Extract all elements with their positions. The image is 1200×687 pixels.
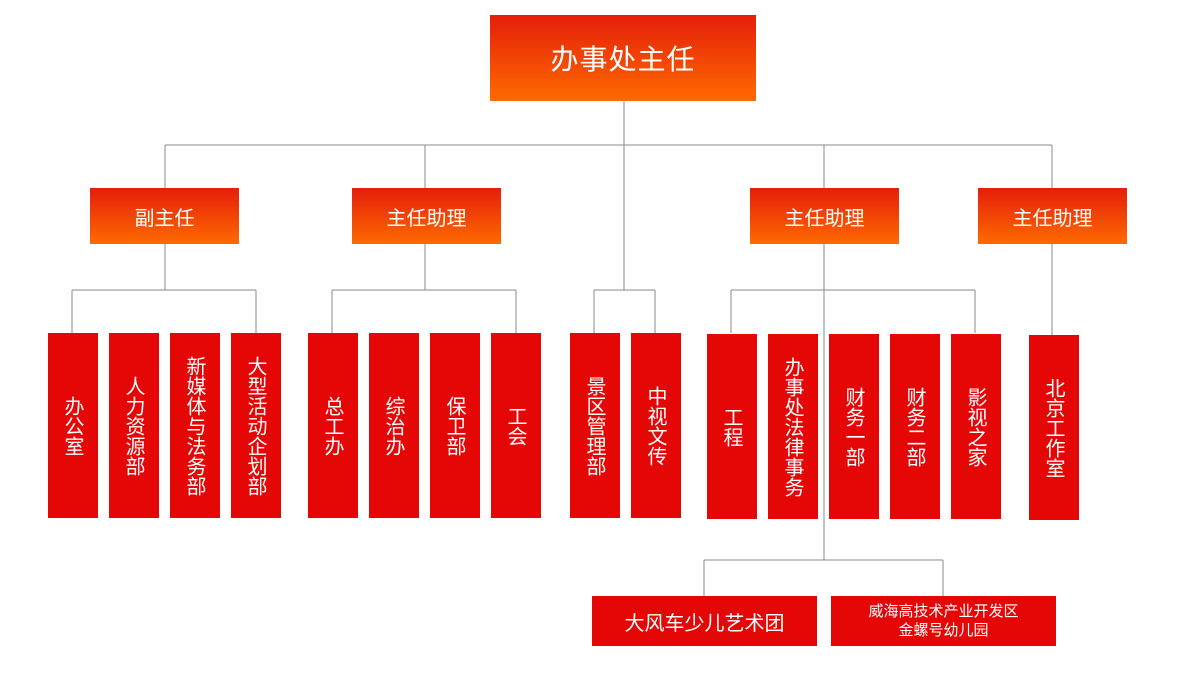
dept-event-planning: 大型活动企划部 — [231, 333, 281, 518]
dept-finance-1: 财务一部 — [829, 334, 879, 519]
dept-finance-2: 财务二部 — [890, 334, 940, 519]
deputy-director-box: 副主任 — [90, 188, 239, 244]
dept-office: 办公室 — [48, 333, 98, 518]
dept-legal-affairs: 办事处法律事务 — [768, 334, 818, 519]
dept-trade-union: 工会 — [491, 333, 541, 518]
kindergarten-line-1: 威海高技术产业开发区 — [868, 602, 1019, 620]
director-assistant-box-2: 主任助理 — [750, 188, 899, 244]
dept-security: 保卫部 — [430, 333, 480, 518]
dept-film-house: 影视之家 — [951, 334, 1001, 519]
director-assistant-box-3: 主任助理 — [978, 188, 1127, 244]
dept-public-security-office: 综治办 — [369, 333, 419, 518]
windmill-art-troupe-box: 大风车少儿艺术团 — [592, 596, 817, 646]
dept-beijing-studio: 北京工作室 — [1029, 335, 1079, 520]
dept-zhongshi-media: 中视文传 — [631, 333, 681, 518]
director-box: 办事处主任 — [490, 15, 756, 101]
dept-engineering: 工程 — [707, 334, 757, 519]
dept-chief-engineer-office: 总工办 — [308, 333, 358, 518]
dept-human-resources: 人力资源部 — [109, 333, 159, 518]
dept-scenic-management: 景区管理部 — [570, 333, 620, 518]
kindergarten-line-2: 金螺号幼儿园 — [898, 621, 989, 639]
dept-new-media-legal: 新媒体与法务部 — [170, 333, 220, 518]
kindergarten-box: 威海高技术产业开发区 金螺号幼儿园 — [831, 596, 1056, 646]
director-assistant-box-1: 主任助理 — [352, 188, 501, 244]
